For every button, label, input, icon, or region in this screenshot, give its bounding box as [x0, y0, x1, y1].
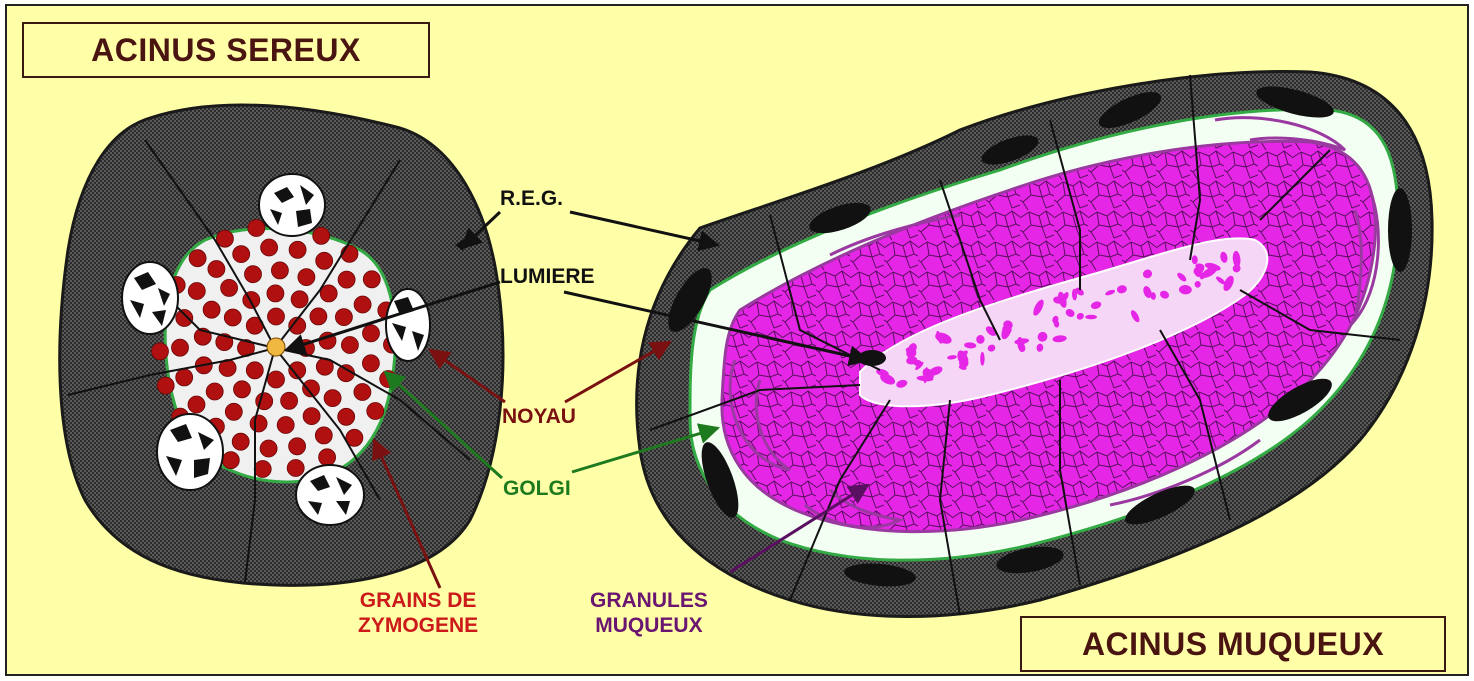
zymogen-granule [354, 384, 371, 401]
zymogen-granule [224, 309, 241, 326]
zymogen-granule [268, 371, 285, 388]
serous-nucleus [296, 465, 364, 525]
zymogen-granule [189, 250, 206, 267]
zymogen-granule [313, 227, 330, 244]
zymogen-granule [281, 392, 298, 409]
zymogen-granule [157, 377, 174, 394]
zymogen-granule [338, 408, 355, 425]
zymogen-granule [319, 449, 336, 466]
zymogen-granule [354, 296, 371, 313]
zymogen-granule [188, 283, 205, 300]
zymogen-granule [232, 433, 249, 450]
serous-nucleus [122, 262, 178, 334]
reg-label: R.E.G. [500, 186, 563, 211]
zymogen-granule [234, 381, 251, 398]
zymogen-granule [271, 262, 288, 279]
zymogen-granule [176, 369, 193, 386]
zymogen-granule [298, 269, 315, 286]
zymogen-granule [320, 285, 337, 302]
zymogen-granule [287, 460, 304, 477]
zymogen-granule [324, 390, 341, 407]
serous-nucleus [259, 174, 325, 236]
zymogen-granule [362, 355, 379, 372]
serous-acinus-title-text: ACINUS SEREUX [91, 32, 361, 69]
serous-nucleus [157, 414, 223, 490]
zymogen-granule [267, 285, 284, 302]
zymogen-granule [335, 309, 352, 326]
zymogen-granule [243, 292, 260, 309]
serous-acinus-title: ACINUS SEREUX [22, 22, 430, 78]
zymogen-granule [303, 408, 320, 425]
zymogen-granule [203, 301, 220, 318]
zymogen-granule [341, 245, 358, 262]
serous-lumen [267, 338, 285, 356]
zymogen-granule [225, 403, 242, 420]
zymogen-granule [250, 415, 267, 432]
zymogen-granule [363, 271, 380, 288]
noyau-label: NOYAU [502, 404, 576, 429]
zymogen-granule [221, 279, 238, 296]
zymogen-granule [341, 337, 358, 354]
zymogen-granule [291, 291, 308, 308]
zymogen-granule [260, 440, 277, 457]
lumen-fleck [980, 352, 984, 366]
serous-acinus [60, 105, 503, 585]
zymogen-granule [289, 438, 306, 455]
mucous-granules-label: GRANULES MUQUEUX [590, 588, 708, 638]
zymogen-granule [289, 241, 306, 258]
zymogen-granule [206, 383, 223, 400]
zymogen-granule [176, 310, 193, 327]
zymogen-granules-label: GRAINS DE ZYMOGENE [358, 588, 478, 638]
mucous-nucleus [1388, 188, 1412, 272]
mucous-acinus-title: ACINUS MUQUEUX [1020, 616, 1446, 672]
zymogen-granule [316, 252, 333, 269]
granules-label-line2: MUQUEUX [590, 613, 708, 638]
zymogen-granule [248, 220, 265, 237]
zymogen-label-line2: ZYMOGENE [358, 613, 478, 638]
zymogen-granule [367, 403, 384, 420]
zymogen-granule [246, 362, 263, 379]
granules-label-line1: GRANULES [590, 588, 708, 613]
zymogen-granule [152, 343, 169, 360]
golgi-label: GOLGI [503, 476, 571, 501]
lumen-fleck [1085, 315, 1097, 320]
zymogen-granule [261, 239, 278, 256]
serous-nucleus [386, 289, 430, 361]
zymogen-granule [245, 266, 262, 283]
zymogen-granule [363, 325, 380, 342]
zymogen-granule [216, 230, 233, 247]
zymogen-label-line1: GRAINS DE [358, 588, 478, 613]
zymogen-granule [172, 339, 189, 356]
zymogen-granule [233, 246, 250, 263]
zymogen-granule [188, 396, 205, 413]
mucous-acinus-title-text: ACINUS MUQUEUX [1082, 626, 1384, 663]
zymogen-granule [315, 427, 332, 444]
zymogen-granule [338, 271, 355, 288]
zymogen-granule [254, 461, 271, 478]
zymogen-granule [268, 308, 285, 325]
lumiere-label: LUMIERE [500, 264, 595, 289]
zymogen-granule [310, 308, 327, 325]
zymogen-granule [208, 261, 225, 278]
zymogen-granule [277, 417, 294, 434]
zymogen-granule [222, 452, 239, 469]
